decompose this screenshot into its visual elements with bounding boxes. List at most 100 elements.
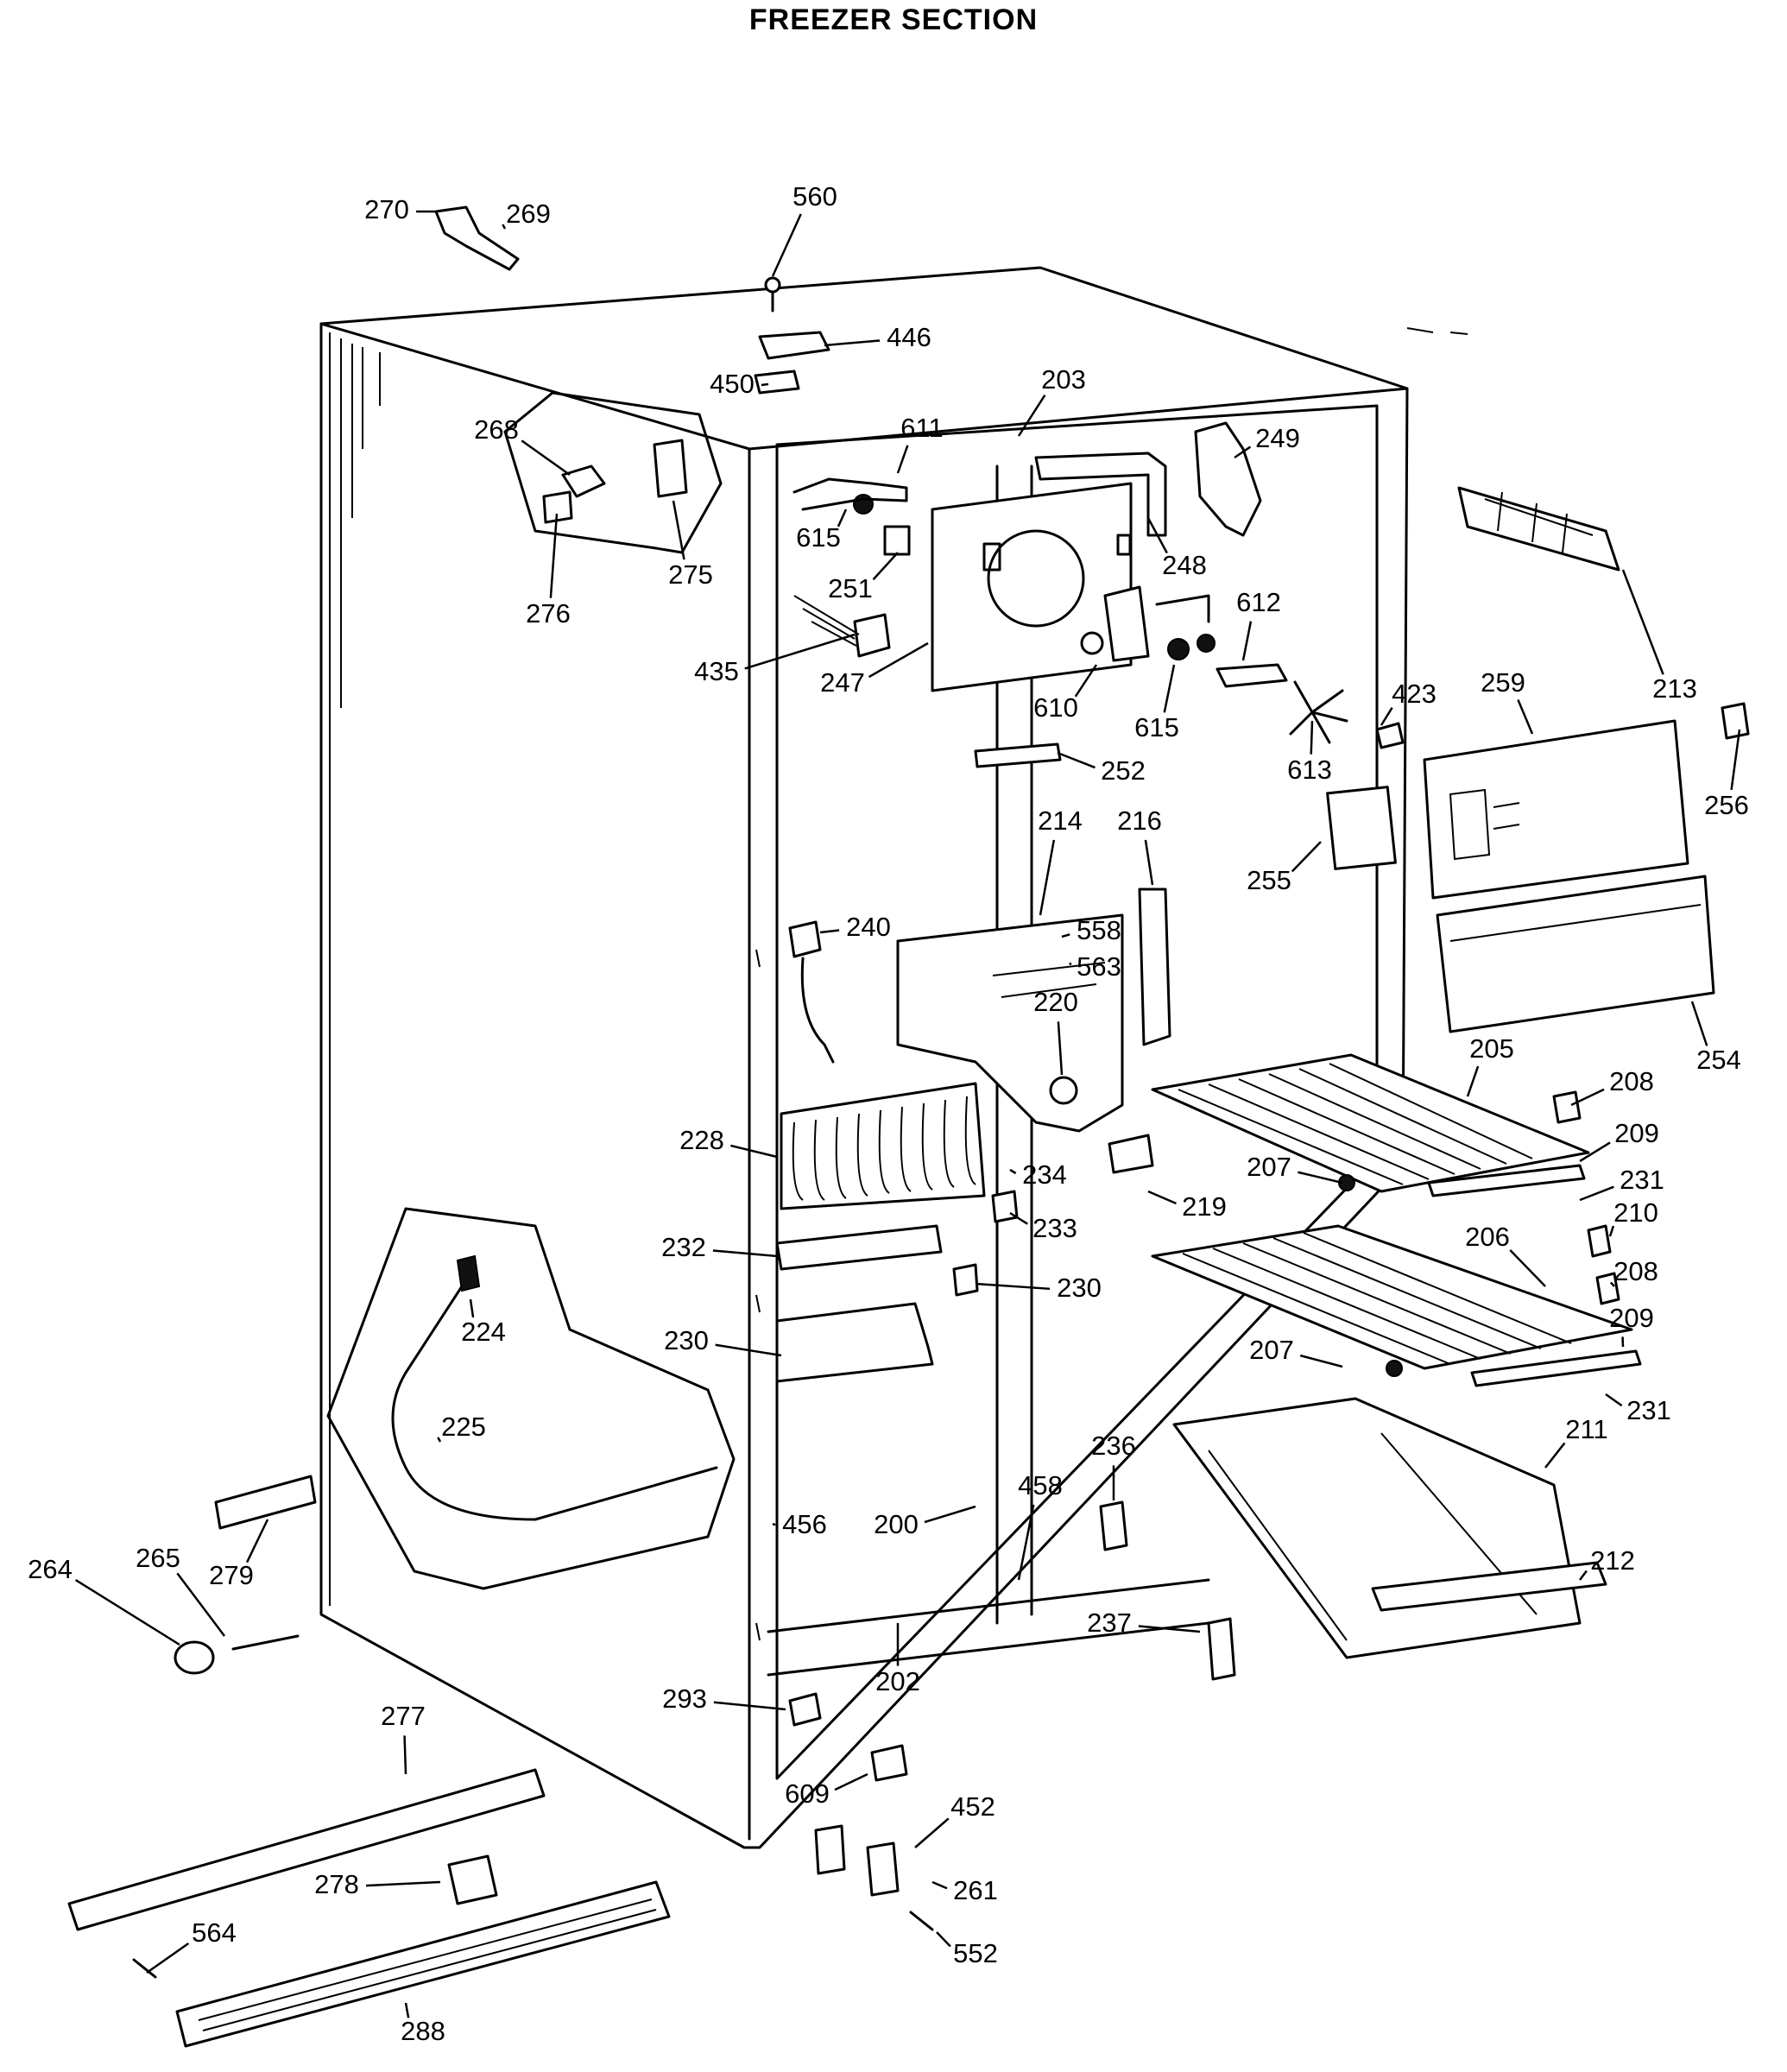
- part-255-label: 255: [1247, 865, 1291, 895]
- fan-motor: [1080, 585, 1210, 662]
- callout-part-610: 610: [1033, 664, 1098, 723]
- part-615-a-leader-line: [837, 509, 848, 527]
- part-560-label: 560: [792, 181, 837, 212]
- part-214-leader-line: [1039, 839, 1056, 916]
- grille-252: [974, 742, 1062, 768]
- part-214-label: 214: [1038, 805, 1083, 836]
- part-219-label: 219: [1182, 1191, 1227, 1222]
- part-200-leader-line: [924, 1505, 976, 1524]
- part-452-label: 452: [950, 1791, 995, 1822]
- part-609-label: 609: [785, 1778, 830, 1809]
- part-277-leader-line: [403, 1735, 407, 1775]
- callout-part-278: 278: [314, 1869, 441, 1899]
- part-423-leader-line: [1380, 706, 1393, 726]
- part-275-leader-line: [672, 500, 685, 560]
- callout-part-615-a: 615: [796, 509, 848, 553]
- callout-part-552: 552: [936, 1931, 998, 1968]
- part-230-a-label: 230: [1057, 1273, 1102, 1303]
- callout-part-209-a: 209: [1579, 1118, 1659, 1163]
- callout-part-435: 435: [694, 633, 856, 686]
- part-200-label: 200: [874, 1509, 919, 1539]
- part-612-label: 612: [1236, 587, 1281, 617]
- callout-part-268: 268: [474, 414, 571, 477]
- part-611-leader-line: [896, 445, 909, 474]
- callout-part-202: 202: [875, 1623, 920, 1696]
- part-212-label: 212: [1590, 1545, 1635, 1576]
- part-264-label: 264: [28, 1554, 73, 1584]
- part-240-label: 240: [846, 912, 891, 942]
- shelf-frame-259: [1423, 719, 1689, 900]
- callout-part-288: 288: [401, 2002, 445, 2046]
- part-563-label: 563: [1077, 951, 1121, 982]
- callout-part-560: 560: [771, 181, 837, 277]
- part-237-label: 237: [1087, 1608, 1132, 1638]
- part-450-label: 450: [710, 369, 755, 399]
- part-256-label: 256: [1704, 790, 1749, 820]
- part-248-label: 248: [1162, 550, 1207, 580]
- part-207-b-leader-line: [1299, 1354, 1343, 1368]
- callout-part-423: 423: [1380, 679, 1437, 726]
- part-208-b-label: 208: [1613, 1256, 1658, 1286]
- part-456-leader-line: [772, 1522, 776, 1526]
- part-228-leader-line: [730, 1144, 778, 1159]
- part-224-leader-line: [469, 1298, 475, 1318]
- callout-part-558: 558: [1061, 915, 1121, 945]
- part-209-a-leader-line: [1579, 1141, 1611, 1163]
- part-611-label: 611: [900, 413, 943, 443]
- part-205-leader-line: [1466, 1065, 1480, 1097]
- part-207-b-label: 207: [1249, 1335, 1294, 1365]
- part-247-label: 247: [820, 667, 865, 698]
- callout-part-230-a: 230: [975, 1273, 1102, 1303]
- callout-part-208-a: 208: [1570, 1066, 1654, 1107]
- part-293-leader-line: [713, 1701, 786, 1711]
- part-458-leader-line: [1017, 1504, 1035, 1581]
- part-249-label: 249: [1255, 423, 1300, 453]
- part-261-label: 261: [953, 1875, 998, 1905]
- part-216-label: 216: [1117, 805, 1162, 836]
- part-456-label: 456: [782, 1509, 827, 1539]
- part-220-label: 220: [1033, 987, 1078, 1017]
- part-279-leader-line: [245, 1519, 269, 1563]
- callout-part-259: 259: [1481, 667, 1534, 735]
- callout-part-231-b: 231: [1605, 1393, 1671, 1425]
- part-208-b-leader-line: [1609, 1281, 1615, 1287]
- part-211-label: 211: [1565, 1414, 1607, 1444]
- part-209-b-label: 209: [1609, 1303, 1654, 1333]
- part-225-label: 225: [441, 1412, 486, 1442]
- part-558-leader-line: [1061, 933, 1070, 938]
- bracket-612: [1216, 663, 1288, 688]
- callout-part-612: 612: [1236, 587, 1281, 661]
- part-252-label: 252: [1101, 755, 1146, 786]
- callout-part-236: 236: [1091, 1431, 1136, 1500]
- part-234-label: 234: [1022, 1159, 1067, 1190]
- callout-part-613: 613: [1287, 720, 1332, 785]
- part-265-leader-line: [176, 1572, 225, 1637]
- part-251-label: 251: [828, 573, 873, 603]
- part-231-a-leader-line: [1579, 1185, 1614, 1202]
- part-293-label: 293: [662, 1684, 707, 1714]
- callout-part-279: 279: [209, 1519, 269, 1590]
- part-458-label: 458: [1018, 1470, 1063, 1500]
- part-560-leader-line: [771, 213, 802, 277]
- small-hardware: [434, 205, 1750, 1897]
- callout-part-252: 252: [1057, 751, 1146, 786]
- evaporator-cover-panel: [931, 482, 1133, 692]
- part-269-label: 269: [506, 199, 551, 229]
- part-278-label: 278: [314, 1869, 359, 1899]
- part-211-leader-line: [1544, 1442, 1566, 1469]
- callout-part-232: 232: [661, 1232, 778, 1262]
- part-231-b-label: 231: [1626, 1395, 1671, 1425]
- part-219-leader-line: [1147, 1190, 1177, 1205]
- callout-part-275: 275: [668, 500, 713, 590]
- basket-211: [1172, 1397, 1607, 1659]
- callout-part-205: 205: [1466, 1033, 1514, 1097]
- callout-part-233: 233: [1009, 1211, 1077, 1243]
- part-224-label: 224: [461, 1317, 506, 1347]
- part-230-a-leader-line: [975, 1282, 1051, 1291]
- callout-part-269: 269: [502, 199, 551, 230]
- callout-part-247: 247: [820, 641, 929, 698]
- callout-part-446: 446: [824, 322, 931, 352]
- part-610-label: 610: [1033, 692, 1078, 723]
- part-213-leader-line: [1621, 569, 1664, 675]
- part-268-label: 268: [474, 414, 519, 445]
